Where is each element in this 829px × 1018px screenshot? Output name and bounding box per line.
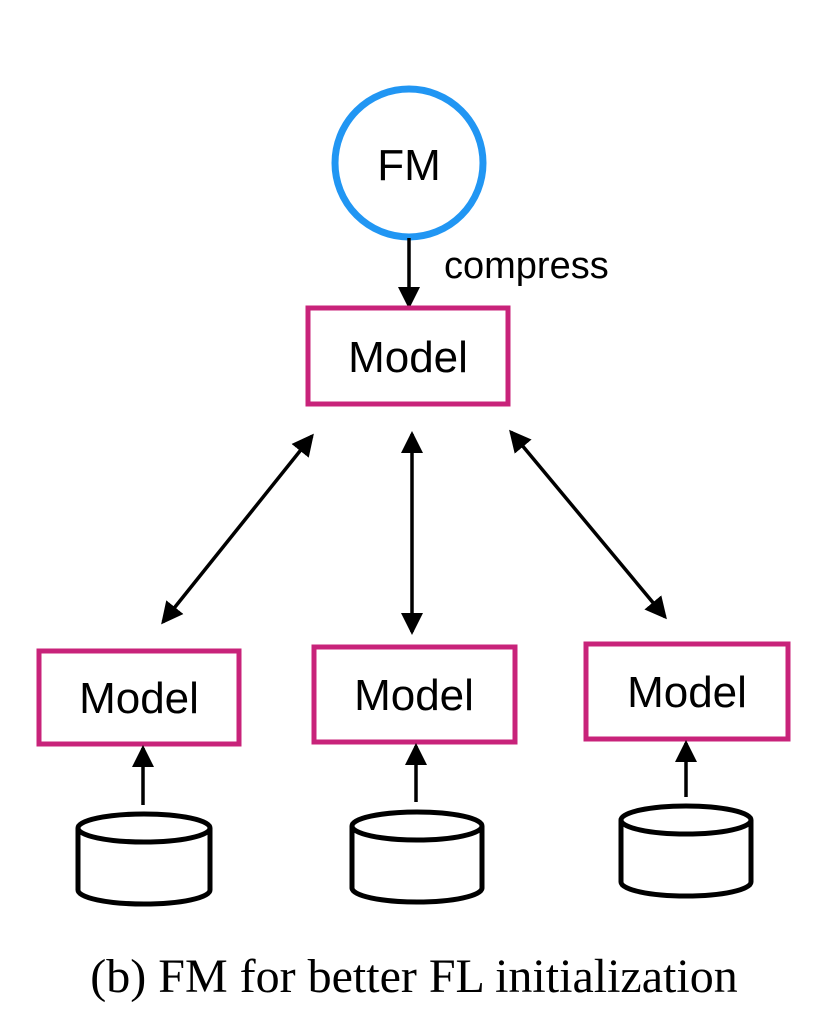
client-model-box — [583, 641, 791, 742]
database-icon — [618, 803, 754, 899]
database-icon — [75, 811, 213, 907]
client-node-3: Model — [583, 641, 791, 899]
client-model-label: Model — [354, 671, 474, 720]
client-node-1: Model — [36, 648, 242, 907]
client-model-box — [311, 644, 518, 745]
database-icon — [349, 809, 485, 905]
fm-label: FM — [377, 141, 441, 190]
sync-arrow-left — [161, 433, 314, 625]
compress-label: compress — [444, 245, 609, 287]
fm-circle — [331, 85, 487, 241]
figure-caption: (b) FM for better FL initialization — [90, 950, 737, 1003]
client-model-label: Model — [79, 674, 199, 723]
sync-arrow-right — [509, 429, 667, 620]
server-model-label: Model — [348, 333, 468, 382]
server-model-box — [305, 305, 511, 407]
server-model-node: Model — [305, 305, 511, 407]
foundation-model-node: FM — [331, 85, 487, 241]
client-model-label: Model — [627, 668, 747, 717]
client-model-box — [36, 648, 242, 747]
client-node-2: Model — [311, 644, 518, 905]
